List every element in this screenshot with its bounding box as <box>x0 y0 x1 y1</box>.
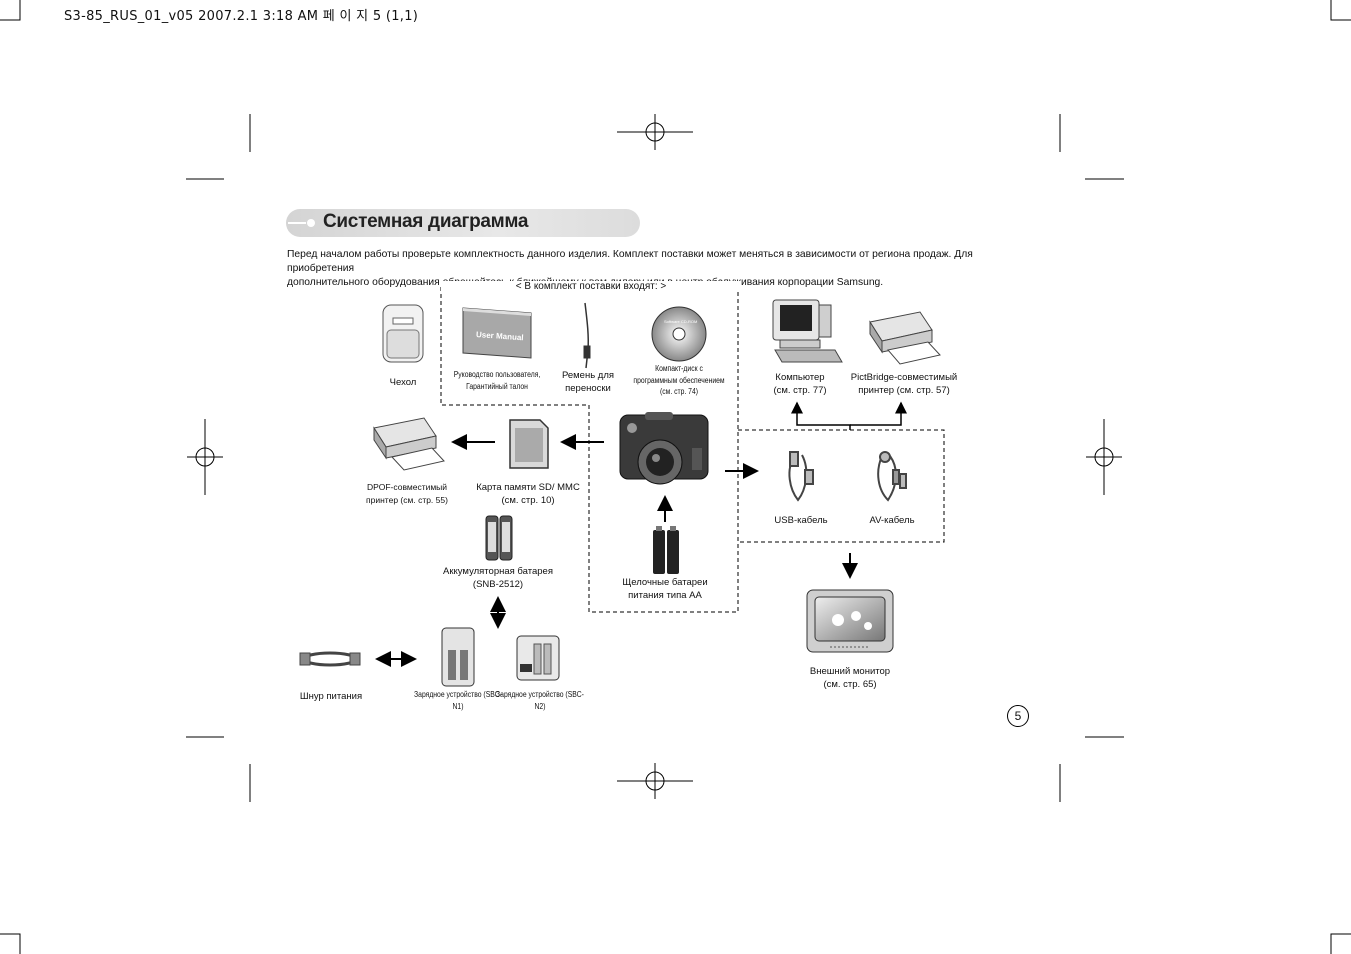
caption-manual: Руководство пользователя, Гарантийный та… <box>452 369 542 392</box>
file-header: S3-85_RUS_01_v05 2007.2.1 3:18 AM 페 이 지 … <box>64 5 418 24</box>
case-icon <box>383 305 423 362</box>
caption-usb: USB-кабель <box>768 514 834 527</box>
included-label-text: < В комплект поставки входят: > <box>516 281 666 292</box>
caption-rechargeable-line1: Аккумуляторная батарея <box>440 565 556 578</box>
charger-sbc-n2-icon <box>517 636 559 680</box>
svg-text:Software CD-ROM: Software CD-ROM <box>664 319 697 324</box>
caption-alkaline: Щелочные батареи питания типа АА <box>612 576 718 602</box>
usb-cable-icon <box>789 452 813 500</box>
rechargeable-battery-icon <box>486 516 512 560</box>
caption-cd-line1: Компакт-диск с <box>632 363 726 375</box>
caption-strap-line1: Ремень для <box>556 369 620 382</box>
caption-manual-line2: Гарантийный талон <box>452 381 542 393</box>
caption-pictbridge-line2: принтер (см. стр. 57) <box>848 384 960 397</box>
branch-arrows <box>797 403 901 430</box>
intro-line-1: Перед началом работы проверьте комплектн… <box>287 248 1027 276</box>
caption-pictbridge-line1: PictBridge-совместимый <box>848 371 960 384</box>
caption-computer: Компьютер (см. стр. 77) <box>760 371 840 397</box>
caption-sdcard-line1: Карта памяти SD/ MMC <box>470 481 586 494</box>
sd-card-icon <box>510 420 548 468</box>
caption-cd-line3: (см. стр. 74) <box>632 386 726 398</box>
power-cord-icon <box>300 653 360 665</box>
caption-manual-line1: Руководство пользователя, <box>452 369 542 381</box>
caption-alkaline-line1: Щелочные батареи <box>612 576 718 589</box>
caption-dpof: DPOF-совместимый принтер (см. стр. 55) <box>352 481 462 507</box>
caption-rechargeable-line2: (SNB-2512) <box>440 578 556 591</box>
caption-charger-n2: Зарядное устройство (SBC-N2) <box>494 689 586 712</box>
alkaline-battery-icon <box>653 526 679 574</box>
caption-cd: Компакт-диск с программным обеспечением … <box>632 363 726 398</box>
caption-pictbridge: PictBridge-совместимый принтер (см. стр.… <box>848 371 960 397</box>
charger-sbc-n1-icon <box>442 628 474 686</box>
title-bar-line <box>288 222 306 224</box>
caption-monitor-line1: Внешний монитор <box>800 665 900 678</box>
caption-sdcard-line2: (см. стр. 10) <box>470 494 586 507</box>
caption-monitor-line2: (см. стр. 65) <box>800 678 900 691</box>
caption-cd-line2: программным обеспечением <box>632 375 726 387</box>
strap-icon <box>584 303 590 368</box>
pictbridge-printer-icon <box>870 312 940 364</box>
caption-power-cord: Шнур питания <box>294 690 368 703</box>
caption-alkaline-line2: питания типа АА <box>612 589 718 602</box>
caption-dpof-line2: принтер (см. стр. 55) <box>352 494 462 507</box>
caption-av: AV-кабель <box>862 514 922 527</box>
caption-computer-line1: Компьютер <box>760 371 840 384</box>
caption-computer-line2: (см. стр. 77) <box>760 384 840 397</box>
caption-dpof-line1: DPOF-совместимый <box>352 481 462 494</box>
caption-charger-n1: Зарядное устройство (SBC-N1) <box>412 689 504 712</box>
tv-monitor-icon <box>807 590 893 652</box>
caption-rechargeable: Аккумуляторная батарея (SNB-2512) <box>440 565 556 591</box>
dpof-printer-icon <box>374 418 444 470</box>
camera-icon <box>620 412 708 484</box>
cd-icon: Software CD-ROM <box>652 307 706 361</box>
caption-strap-line2: переноски <box>556 382 620 395</box>
arrows <box>377 442 850 659</box>
page-title: Системная диаграмма <box>323 211 528 233</box>
caption-monitor: Внешний монитор (см. стр. 65) <box>800 665 900 691</box>
computer-icon <box>773 300 842 362</box>
caption-case: Чехол <box>372 376 434 389</box>
included-label: < В комплект поставки входят: > <box>441 281 741 292</box>
av-cable-icon <box>878 452 906 500</box>
page-number: 5 <box>1007 705 1029 727</box>
caption-strap: Ремень для переноски <box>556 369 620 395</box>
user-manual-icon: User Manual <box>463 308 531 358</box>
title-bullet-icon <box>307 219 315 227</box>
caption-sdcard: Карта памяти SD/ MMC (см. стр. 10) <box>470 481 586 507</box>
